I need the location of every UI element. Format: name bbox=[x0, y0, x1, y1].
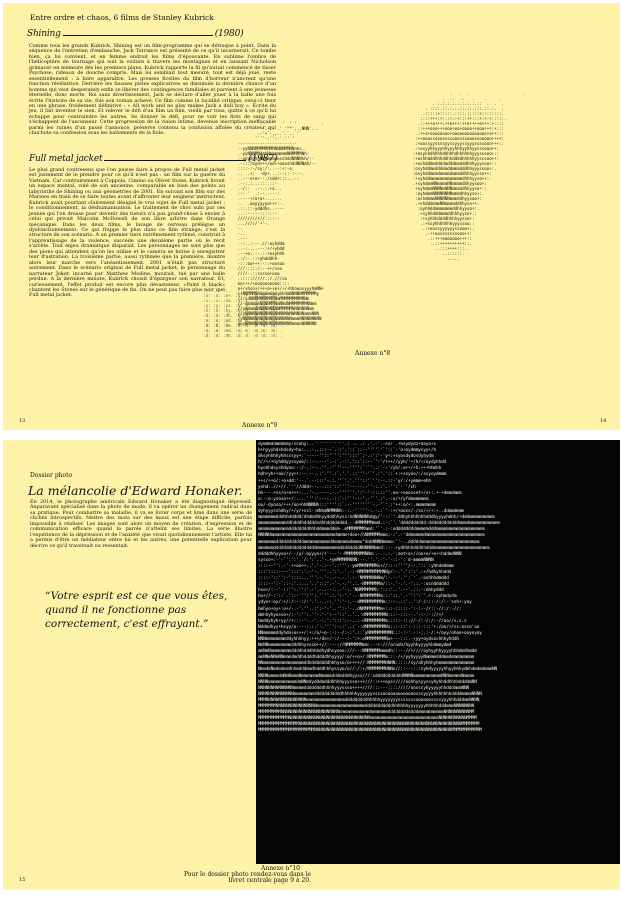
shining-title: Shining bbox=[27, 29, 61, 39]
ascii-field-image: . .. . .. . . .. . . .:. .:. .:.. .:. :.… bbox=[201, 283, 283, 338]
text-page: Dossier photo La mélancolie d'Edward Hon… bbox=[3, 440, 256, 890]
fmj-text: Le plus grand contresens que l'on puisse… bbox=[29, 167, 225, 299]
ascii-portrait-dark-image: dymdmddmmdmmy/ssohy:..''''''''''''.:`..`… bbox=[258, 442, 500, 734]
page-number-left: 13 bbox=[19, 418, 26, 424]
page-number-right: 14 bbox=[600, 418, 607, 424]
heading-rule bbox=[62, 28, 213, 36]
dossier-title: La mélancolie d'Edward Honaker. bbox=[28, 483, 243, 498]
fmj-year: (1987) bbox=[248, 154, 278, 164]
bottom-spread: Dossier photo La mélancolie d'Edward Hon… bbox=[3, 440, 620, 890]
dossier-note: Pour le dossier photo rendez-vous dans l… bbox=[184, 871, 311, 884]
ascii-portrait-image: . . . . . .. .. . . . . :.:.:.:.:.:.:.:.… bbox=[412, 91, 527, 261]
annexe-10-label: Annexe n°10 bbox=[261, 865, 300, 872]
top-spread: Entre ordre et chaos, 6 films de Stanley… bbox=[3, 3, 620, 430]
annexe-9-label: Annexe n°9 bbox=[242, 422, 278, 429]
annexe-8-label: Annexe n°8 bbox=[355, 350, 391, 357]
quote: “Votre esprit est ce que vous êtes, quan… bbox=[45, 590, 228, 630]
dossier-label: Dossier photo bbox=[30, 472, 73, 479]
shining-text: Comme tous les grands Kubrick, Shining e… bbox=[29, 43, 276, 137]
heading-rule bbox=[104, 153, 247, 161]
fmj-heading: Full metal jacket (1987) bbox=[29, 153, 277, 164]
fmj-title: Full metal jacket bbox=[29, 154, 103, 164]
shining-year: (1980) bbox=[214, 29, 244, 39]
dossier-text: En 2014, le photographe américain Edward… bbox=[30, 499, 252, 549]
page-number-left: 15 bbox=[19, 877, 26, 883]
photo-page: dymdmddmmdmmy/ssohy:..''''''''''''.:`..`… bbox=[256, 440, 620, 864]
page-title: Entre ordre et chaos, 6 films de Stanley… bbox=[30, 13, 214, 22]
shining-heading: Shining (1980) bbox=[27, 28, 244, 39]
ascii-helmet-image: . ' ' ' . .-:. .' '"*',.,NNN'... .-'+`-.… bbox=[237, 121, 324, 326]
